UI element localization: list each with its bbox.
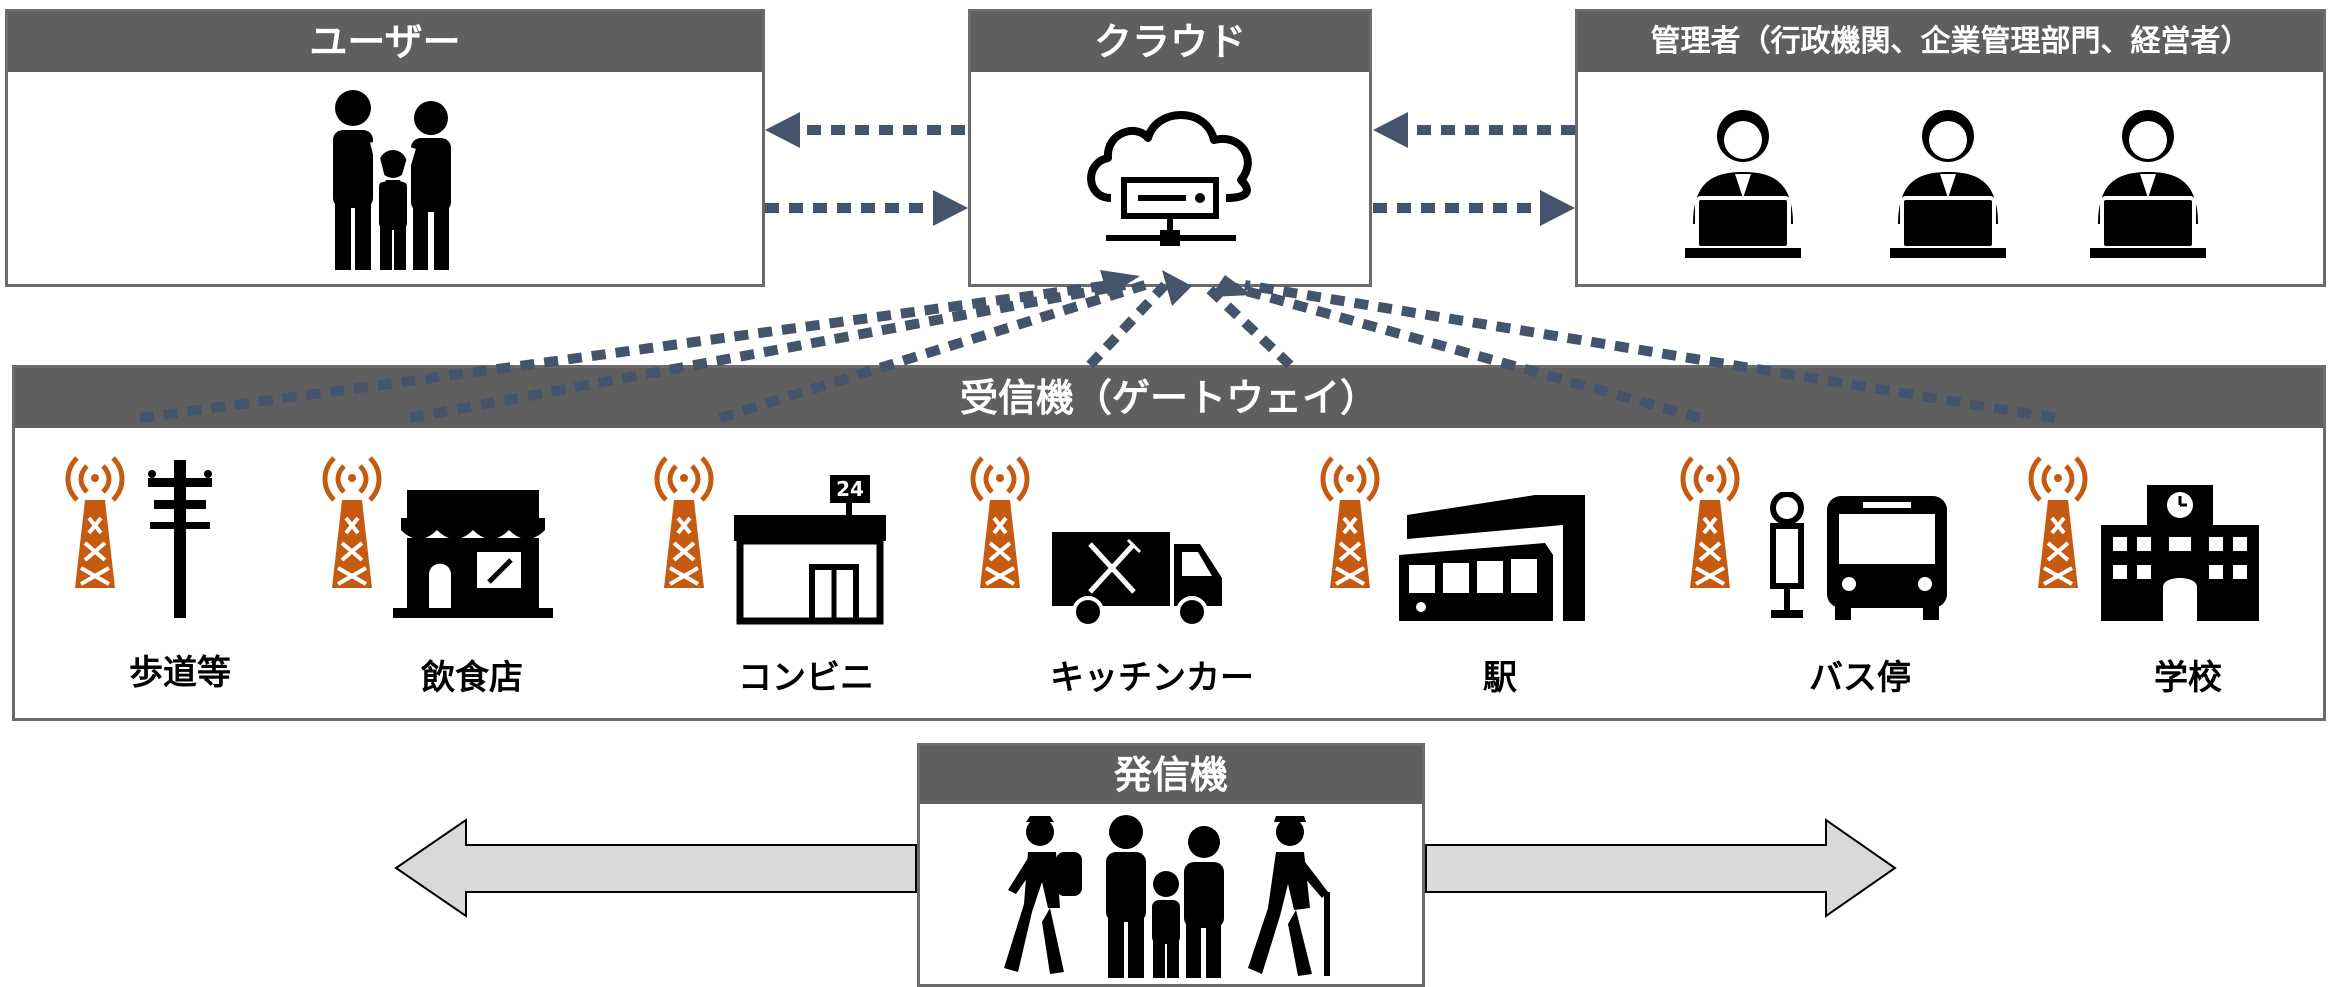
transmitter-box: 発信機 (917, 743, 1425, 987)
user-header: ユーザー (8, 12, 762, 72)
location-label-sidewalk: 歩道等 (129, 653, 231, 693)
location-label-bus-stop: バス停 (1809, 658, 1911, 698)
arrowhead-to-cloud-right (1373, 112, 1408, 148)
restaurant-icon (393, 490, 553, 618)
arrowhead-to-cloud-left (933, 190, 968, 226)
broadcast-arrow-right (1425, 818, 1897, 918)
broadcast-arrow-left (394, 818, 917, 918)
user-box: ユーザー (5, 9, 765, 287)
food-truck-icon (1052, 532, 1222, 628)
location-label-station: 駅 (1483, 658, 1517, 698)
admin-person-icon-3 (2090, 110, 2206, 258)
convenience-store-icon: 24 (730, 475, 890, 625)
utility-pole-icon (148, 460, 212, 618)
admin-box: 管理者（行政機関、企業管理部門、経営者） (1575, 9, 2326, 287)
store-sign-number: 24 (836, 477, 864, 501)
arrowhead-to-admin (1540, 190, 1575, 226)
school-icon (2101, 485, 2259, 621)
cloud-server-icon (1087, 111, 1252, 246)
location-label-food-truck: キッチンカー (1050, 658, 1254, 698)
family-icon (333, 90, 451, 270)
bus-stop-icon (1770, 492, 1947, 620)
admin-person-icon-2 (1890, 110, 2006, 258)
arrowhead-to-user (765, 112, 800, 148)
location-label-restaurant: 飲食店 (421, 658, 523, 698)
gateway-header: 受信機（ゲートウェイ） (15, 368, 2323, 428)
location-label-convenience-store: コンビニ (738, 658, 874, 698)
cloud-header: クラウド (971, 12, 1369, 72)
pedestrians-icon (1004, 815, 1330, 978)
cloud-box: クラウド (968, 9, 1372, 287)
admin-header: 管理者（行政機関、企業管理部門、経営者） (1578, 12, 2323, 72)
admin-person-icon-1 (1685, 110, 1801, 258)
location-label-school: 学校 (2154, 658, 2222, 698)
transmitter-header: 発信機 (920, 746, 1422, 804)
train-station-icon (1399, 495, 1585, 621)
